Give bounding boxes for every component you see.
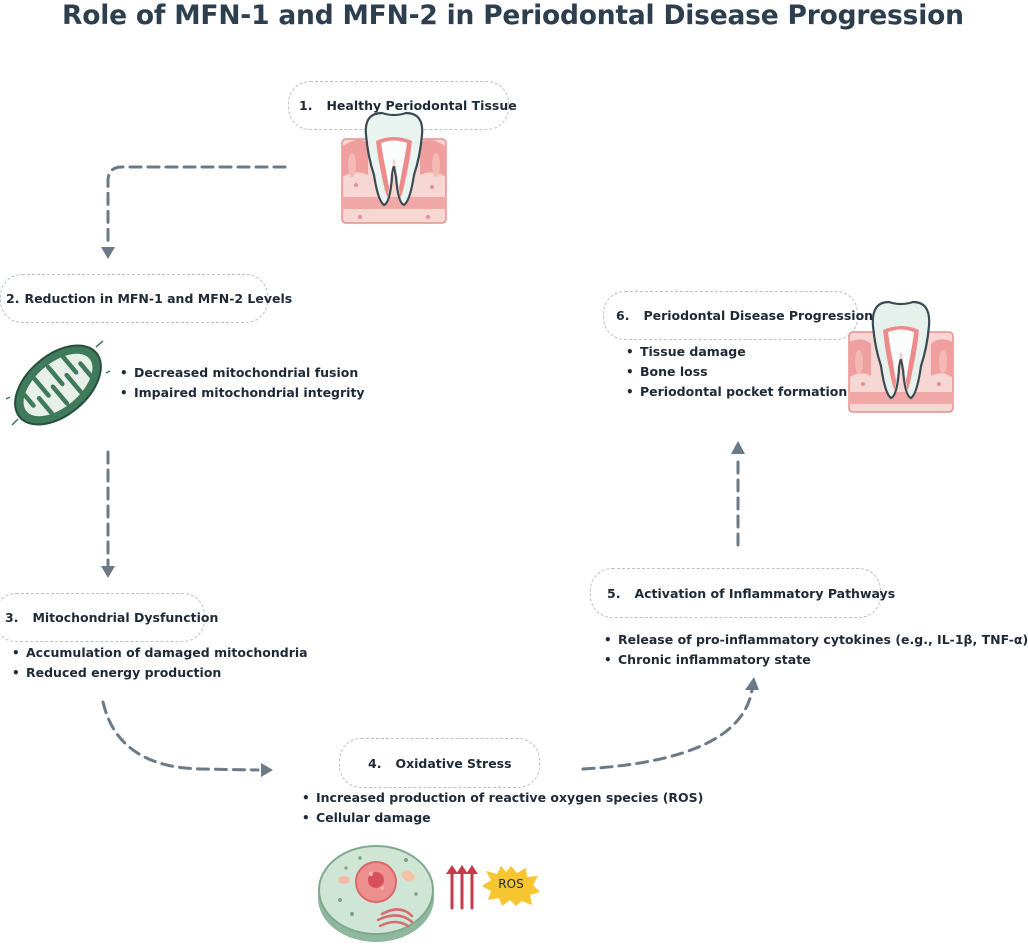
step-6-bullet: Bone loss bbox=[626, 362, 847, 382]
step-3-pill: 3. Mitochondrial Dysfunction bbox=[0, 593, 218, 642]
cell-icon bbox=[318, 845, 434, 942]
arrowhead-2 bbox=[101, 247, 115, 259]
healthy-tooth-icon bbox=[341, 111, 447, 224]
step-4-number: 4. bbox=[368, 755, 382, 771]
step-2-pill: 2. Reduction in MFN-1 and MFN-2 Levels bbox=[0, 274, 292, 323]
step-3-bullets: Accumulation of damaged mitochondria Red… bbox=[12, 643, 308, 683]
step-2-label: Reduction in MFN-1 and MFN-2 Levels bbox=[24, 291, 293, 306]
step-5-bullet: Release of pro-inflammatory cytokines (e… bbox=[604, 630, 1028, 650]
step-1-number: 1. bbox=[299, 98, 313, 113]
step-5-bullets: Release of pro-inflammatory cytokines (e… bbox=[604, 630, 1028, 670]
step-2-bullets: Decreased mitochondrial fusion Impaired … bbox=[120, 363, 365, 403]
step-5-pill: 5. Activation of Inflammatory Pathways bbox=[590, 568, 895, 618]
arrowhead-6 bbox=[731, 441, 745, 454]
arrowhead-3 bbox=[101, 566, 115, 578]
step-5-label: Activation of Inflammatory Pathways bbox=[634, 585, 896, 601]
diseased-tooth-icon bbox=[848, 300, 954, 413]
arrow-3-to-4 bbox=[101, 700, 260, 772]
arrowhead-5 bbox=[745, 677, 759, 690]
step-4-bullet: Increased production of reactive oxygen … bbox=[302, 788, 703, 808]
arrow-1-to-2 bbox=[106, 165, 287, 246]
step-4-pill: 4. Oxidative Stress bbox=[339, 738, 540, 788]
step-5-number: 5. bbox=[607, 585, 621, 601]
upward-arrows-icon bbox=[446, 865, 478, 910]
step-6-bullets: Tissue damage Bone loss Periodontal pock… bbox=[626, 342, 847, 402]
step-4-bullets: Increased production of reactive oxygen … bbox=[302, 788, 703, 828]
step-2-bullet: Decreased mitochondrial fusion bbox=[120, 363, 365, 383]
flow-arrows bbox=[101, 165, 759, 777]
step-2-number: 2. bbox=[6, 291, 20, 306]
step-6-number: 6. bbox=[616, 308, 630, 323]
step-4-label: Oxidative Stress bbox=[395, 755, 512, 771]
step-6-bullet: Tissue damage bbox=[626, 342, 847, 362]
step-6-label: Periodontal Disease Progression bbox=[643, 308, 874, 323]
step-3-label: Mitochondrial Dysfunction bbox=[32, 610, 219, 625]
page-title: Role of MFN-1 and MFN-2 in Periodontal D… bbox=[62, 0, 964, 31]
step-3-bullet: Accumulation of damaged mitochondria bbox=[12, 643, 308, 663]
step-5-bullet: Chronic inflammatory state bbox=[604, 650, 1028, 670]
step-2-bullet: Impaired mitochondrial integrity bbox=[120, 383, 365, 403]
arrow-4-to-5 bbox=[581, 688, 754, 771]
step-6-bullet: Periodontal pocket formation bbox=[626, 382, 847, 402]
ros-burst-icon: ROS bbox=[482, 866, 540, 906]
ros-label: ROS bbox=[498, 877, 524, 891]
step-6-pill: 6. Periodontal Disease Progression bbox=[603, 291, 873, 340]
step-4-bullet: Cellular damage bbox=[302, 808, 703, 828]
step-3-number: 3. bbox=[5, 610, 19, 625]
mitochondrion-icon bbox=[5, 340, 111, 426]
step-1-label: Healthy Periodontal Tissue bbox=[326, 98, 517, 113]
arrowhead-4 bbox=[261, 763, 273, 777]
step-3-bullet: Reduced energy production bbox=[12, 663, 308, 683]
